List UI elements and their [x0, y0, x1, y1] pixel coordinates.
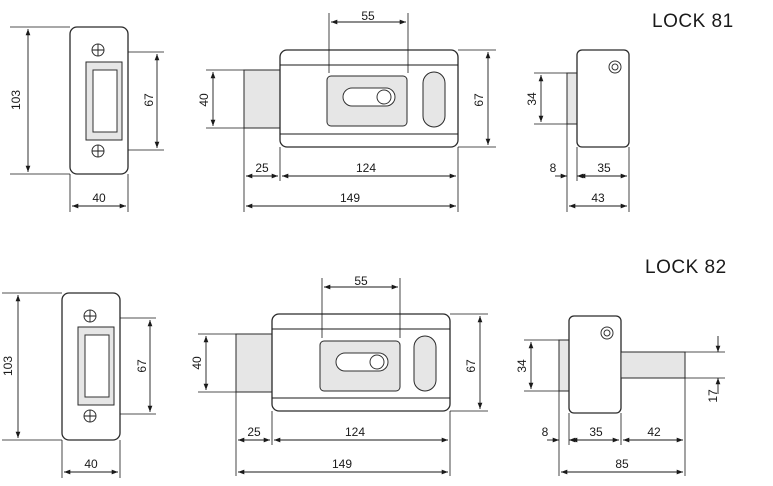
lock81-side-dimensions: 34 8 35 43: [525, 72, 630, 212]
lock81-strike-height-label: 103: [9, 90, 23, 110]
lock82-side-offset-label: 8: [542, 425, 549, 439]
lock81-body-height-label: 67: [472, 93, 486, 107]
lock82-body-height-label: 67: [464, 359, 478, 373]
lock82-side-dimensions: 34 17 8 35 42 85: [515, 336, 725, 476]
lock81-side-view: [566, 49, 630, 148]
lock82-front-view: [235, 313, 451, 412]
lock82-body-length-label: 124: [345, 425, 365, 439]
lock82-strike-inner-label: 67: [135, 359, 149, 373]
lock82-overall-length-label: 149: [332, 457, 352, 471]
lock82-bolt-length-label: 42: [647, 425, 661, 439]
lock81-overall-length-label: 149: [340, 191, 360, 205]
lock82-strike-width-label: 40: [84, 457, 98, 471]
lock81-strike-inner-label: 67: [142, 93, 156, 107]
lock82-cylinder-length-label: 25: [247, 425, 261, 439]
lock82-bolt-height-label: 17: [706, 389, 720, 403]
lock81-strike-width-label: 40: [92, 191, 106, 205]
lock81-strike-dimensions: 103 67 40: [9, 26, 164, 212]
lock82-side-overall-label: 85: [615, 457, 629, 471]
lock82-front-dimensions: 55 40 67 25 124 149: [190, 274, 488, 476]
lock82-strike-height-label: 103: [1, 356, 15, 376]
lock81-front-top-label: 55: [361, 9, 375, 23]
lock81-title: LOCK 81: [652, 11, 734, 32]
lock82-side-view: [558, 315, 686, 414]
lock81-strike-plate: [69, 26, 129, 175]
lock81-cylinder-height-label: 40: [197, 93, 211, 107]
lock82-side-height-label: 34: [515, 359, 529, 373]
lock82-front-top-label: 55: [354, 274, 368, 288]
lock82-side-depth-label: 35: [589, 425, 603, 439]
lock81-side-offset-label: 8: [550, 161, 557, 175]
lock82-strike-dimensions: 103 67 40: [1, 292, 156, 478]
lock81-cylinder-length-label: 25: [255, 161, 269, 175]
lock82-strike-plate: [61, 292, 121, 441]
lock81-side-height-label: 34: [525, 92, 539, 106]
lock81-body-length-label: 124: [356, 161, 376, 175]
lock82-title: LOCK 82: [645, 257, 727, 278]
lock81-front-dimensions: 55 40 67 25 124 149: [197, 9, 496, 212]
lock82-cylinder-height-label: 40: [190, 356, 204, 370]
lock81-front-view: [243, 49, 459, 148]
lock81-side-overall-label: 43: [591, 191, 605, 205]
lock81-side-depth-label: 35: [597, 161, 611, 175]
